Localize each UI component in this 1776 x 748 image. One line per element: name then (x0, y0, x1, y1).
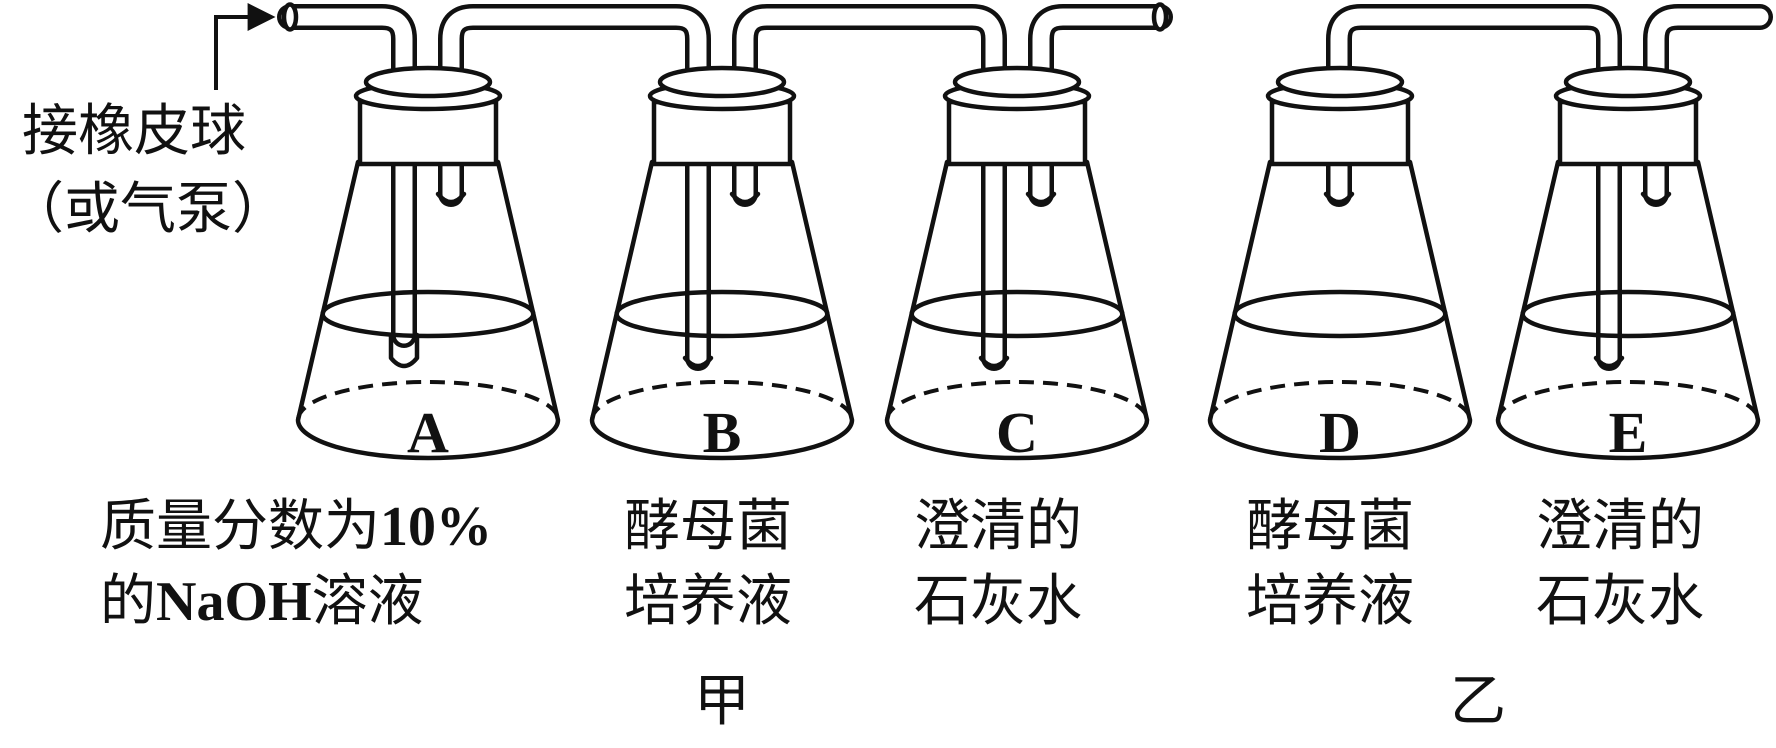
rubber-bulb-label: 接橡皮球 (22, 99, 246, 164)
flask-b-stopper-top (657, 65, 787, 99)
flask-e-caption-line1: 澄清的 (1536, 494, 1704, 559)
flask-b-letter: B (703, 400, 742, 465)
flask-a-stopper-top (363, 65, 493, 99)
tube-ends (388, 191, 1672, 369)
flask-b-stopper (651, 99, 793, 167)
flask-c-stopper-top (952, 65, 1082, 99)
tubing-group-yi (1326, 4, 1773, 371)
flask-e-caption-line2: 石灰水 (1536, 569, 1704, 634)
tubing-group-jia (277, 2, 1173, 371)
flask-b-body (589, 159, 855, 461)
flask-a-liquid-surface (320, 289, 536, 339)
flask-c-liquid-surface (909, 289, 1125, 339)
group-label-jia: 甲 (694, 669, 750, 734)
flask-a-caption-line2: 的NaOH溶液 (100, 569, 424, 634)
flask-b-caption-line2: 培养液 (624, 569, 792, 634)
flask-a-caption-line1: 质量分数为10% (100, 494, 492, 559)
flask-e-stopper-top (1563, 65, 1693, 99)
flask-c-stopper (946, 99, 1088, 167)
flask-d-stopper (1269, 99, 1411, 167)
flask-c-body (884, 159, 1150, 461)
flask-d-stopper-top (1275, 65, 1405, 99)
flask-e: E (1495, 65, 1761, 465)
flask-d-liquid-surface (1232, 289, 1448, 339)
air-inlet-annotation: 接橡皮球 （或气泵） (8, 3, 288, 242)
flask-captions: 质量分数为10% 的NaOH溶液 酵母菌 培养液 澄清的 石灰水 酵母菌 培养液… (100, 494, 1704, 634)
flask-e-liquid-surface (1520, 289, 1736, 339)
flask-a-stopper (357, 99, 499, 167)
flask-a-caption-formula: NaOH (156, 571, 312, 633)
flask-a-caption-pre: 的 (100, 569, 156, 634)
flask-a-caption-line1-text: 质量分数为 (100, 494, 380, 559)
air-pump-label: （或气泵） (8, 177, 288, 242)
flask-a-caption-percent: 10% (380, 496, 492, 558)
flask-a: A (295, 65, 561, 465)
flask-c-letter: C (996, 400, 1038, 465)
flask-c: C (884, 65, 1150, 465)
flask-d-caption-line1: 酵母菌 (1246, 494, 1414, 559)
flask-b-caption-line1: 酵母菌 (624, 494, 792, 559)
flask-c-caption-line2: 石灰水 (914, 569, 1082, 634)
group-label-yi: 乙 (1450, 669, 1506, 734)
inlet-arrow (214, 3, 276, 90)
flasks: A B C D E (295, 65, 1761, 465)
flask-d-caption-line2: 培养液 (1246, 569, 1414, 634)
flask-e-body (1495, 159, 1761, 461)
flask-d-letter: D (1319, 400, 1361, 465)
flask-b: B (589, 65, 855, 465)
flask-e-stopper (1557, 99, 1699, 167)
flask-b-liquid-surface (614, 289, 830, 339)
flask-a-letter: A (407, 400, 449, 465)
flask-d: D (1207, 65, 1473, 465)
flask-a-caption-post: 溶液 (312, 569, 424, 634)
flask-d-body (1207, 159, 1473, 461)
flask-c-caption-line1: 澄清的 (914, 494, 1082, 559)
flask-a-body (295, 159, 561, 461)
flask-e-letter: E (1609, 400, 1648, 465)
